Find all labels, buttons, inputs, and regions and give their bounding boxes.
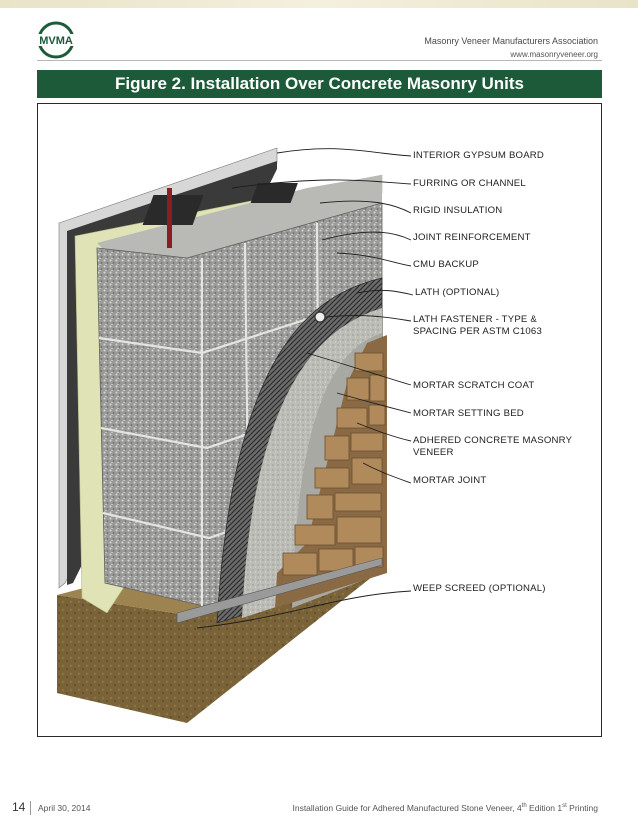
label-lath-fastener-line1: LATH FASTENER - TYPE & (413, 314, 537, 325)
leader-lines (196, 148, 414, 629)
footer-date: April 30, 2014 (38, 803, 91, 813)
wall-section-illustration (57, 147, 414, 723)
guide-title-part: Printing (566, 803, 598, 813)
label-mortar-joint: MORTAR JOINT (413, 475, 487, 486)
label-adhered-veneer-line2: VENEER (413, 447, 454, 458)
footer-guide-title: Installation Guide for Adhered Manufactu… (292, 803, 598, 813)
label-weep-screed: WEEP SCREED (OPTIONAL) (413, 583, 546, 594)
stone-veneer (275, 335, 387, 608)
association-block: Masonry Veneer Manufacturers Association… (424, 35, 598, 61)
label-cmu-backup: CMU BACKUP (413, 259, 479, 270)
page-number: 14 (12, 800, 26, 814)
label-adhered-veneer-line1: ADHERED CONCRETE MASONRY (413, 435, 573, 446)
top-decorative-band (0, 0, 638, 8)
footer-separator (30, 801, 31, 815)
guide-sup: th (521, 803, 527, 810)
label-lath-fastener-line2: SPACING PER ASTM C1063 (413, 326, 542, 337)
figure-title: Figure 2. Installation Over Concrete Mas… (37, 70, 602, 98)
guide-title-part: Installation Guide for Adhered Manufactu… (292, 803, 522, 813)
label-interior-gypsum-board: INTERIOR GYPSUM BOARD (413, 150, 545, 161)
page-footer: 14 April 30, 2014 Installation Guide for… (0, 800, 638, 818)
label-lath-optional: LATH (OPTIONAL) (415, 287, 500, 298)
mvma-logo: MVMA (36, 20, 76, 60)
guide-title-part: Edition 1 (526, 803, 563, 813)
cmu-cell (250, 183, 298, 203)
guide-sup: st (562, 803, 567, 810)
label-mortar-setting-bed: MORTAR SETTING BED (413, 408, 524, 419)
weep-screed (176, 557, 383, 624)
logo-text: MVMA (39, 35, 73, 47)
label-mortar-scratch-coat: MORTAR SCRATCH COAT (413, 380, 535, 391)
label-joint-reinforcement: JOINT REINFORCEMENT (413, 232, 531, 243)
cmu-cell (142, 195, 204, 225)
label-rigid-insulation: RIGID INSULATION (413, 205, 503, 216)
rebar (167, 188, 172, 248)
association-url[interactable]: www.masonryveneer.org (510, 50, 598, 59)
header-divider (37, 60, 602, 61)
lath-fastener (314, 311, 326, 323)
association-name: Masonry Veneer Manufacturers Association (424, 36, 598, 46)
label-furring-or-channel: FURRING OR CHANNEL (413, 178, 526, 189)
